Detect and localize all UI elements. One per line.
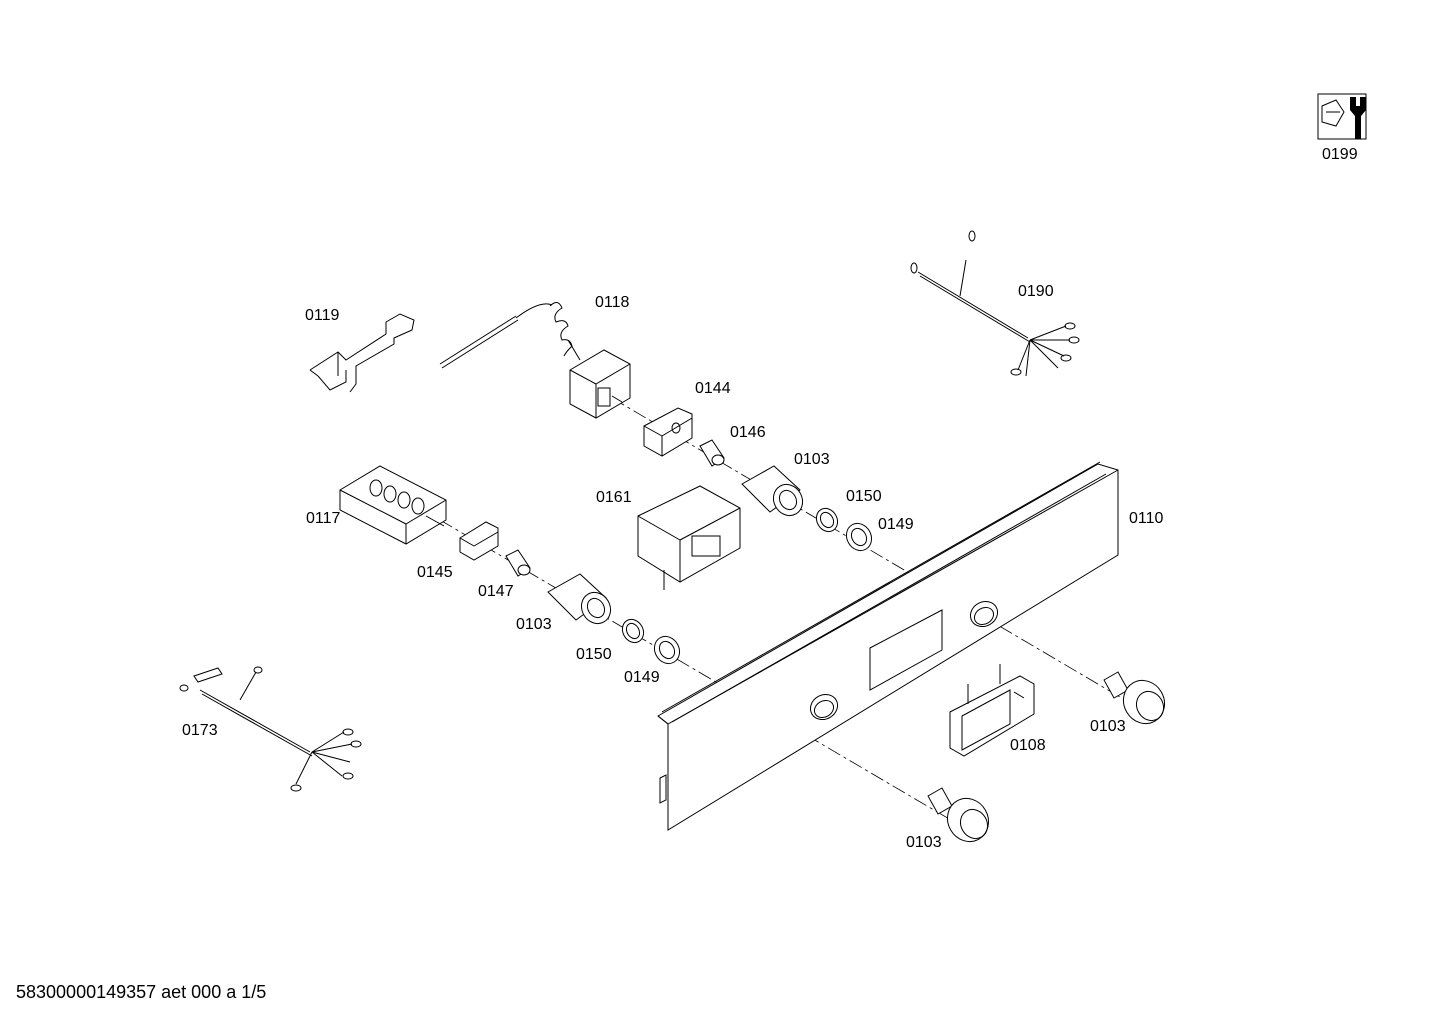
part-label-0147: 0147 [478, 583, 514, 600]
knob-0103-upper [741, 465, 804, 517]
nut-0149-upper [845, 522, 873, 552]
part-label-0119: 0119 [305, 307, 340, 324]
part-label-0149: 0149 [624, 669, 660, 686]
knob-0103-front-lower [927, 787, 990, 843]
thermostat-0118 [439, 302, 631, 419]
selector-switch-0117 [339, 465, 447, 545]
ring-0150-upper [815, 507, 839, 533]
bracket-0144 [643, 407, 693, 457]
module-0161 [637, 485, 741, 590]
bracket-0119 [309, 313, 415, 393]
part-label-0110: 0110 [1129, 510, 1164, 527]
control-panel-0110 [657, 461, 1119, 831]
nut-0149-lower [653, 635, 681, 665]
part-label-0108: 0108 [1010, 737, 1046, 754]
part-label-0117: 0117 [306, 510, 341, 527]
part-label-0103: 0103 [794, 451, 830, 468]
part-label-0199: 0199 [1322, 146, 1358, 163]
display-module-0108 [949, 664, 1035, 757]
part-label-0161: 0161 [596, 489, 632, 506]
part-label-0144: 0144 [695, 380, 731, 397]
part-label-0150: 0150 [846, 488, 882, 505]
part-label-0103: 0103 [906, 834, 942, 851]
part-label-0173: 0173 [182, 722, 218, 739]
knob-0103-front-right [1103, 671, 1166, 725]
part-label-0103: 0103 [516, 616, 552, 633]
ring-0150-lower [621, 618, 645, 644]
part-label-0190: 0190 [1018, 283, 1054, 300]
coupling-0147 [505, 549, 531, 577]
tool-wrench-icon [1317, 93, 1367, 140]
document-footer-code: 58300000149357 aet 000 a 1/5 [16, 982, 267, 1002]
wire-harness-0190 [910, 230, 1080, 377]
coupling-0146 [699, 439, 725, 467]
knob-0103-lower [547, 573, 612, 625]
part-label-0149: 0149 [878, 516, 914, 533]
wire-harness-0173 [179, 666, 362, 792]
bracket-0145 [459, 521, 499, 561]
part-label-0150: 0150 [576, 646, 612, 663]
part-label-0145: 0145 [417, 564, 453, 581]
part-label-0146: 0146 [730, 424, 766, 441]
part-label-0118: 0118 [595, 294, 630, 311]
part-label-0103: 0103 [1090, 718, 1126, 735]
